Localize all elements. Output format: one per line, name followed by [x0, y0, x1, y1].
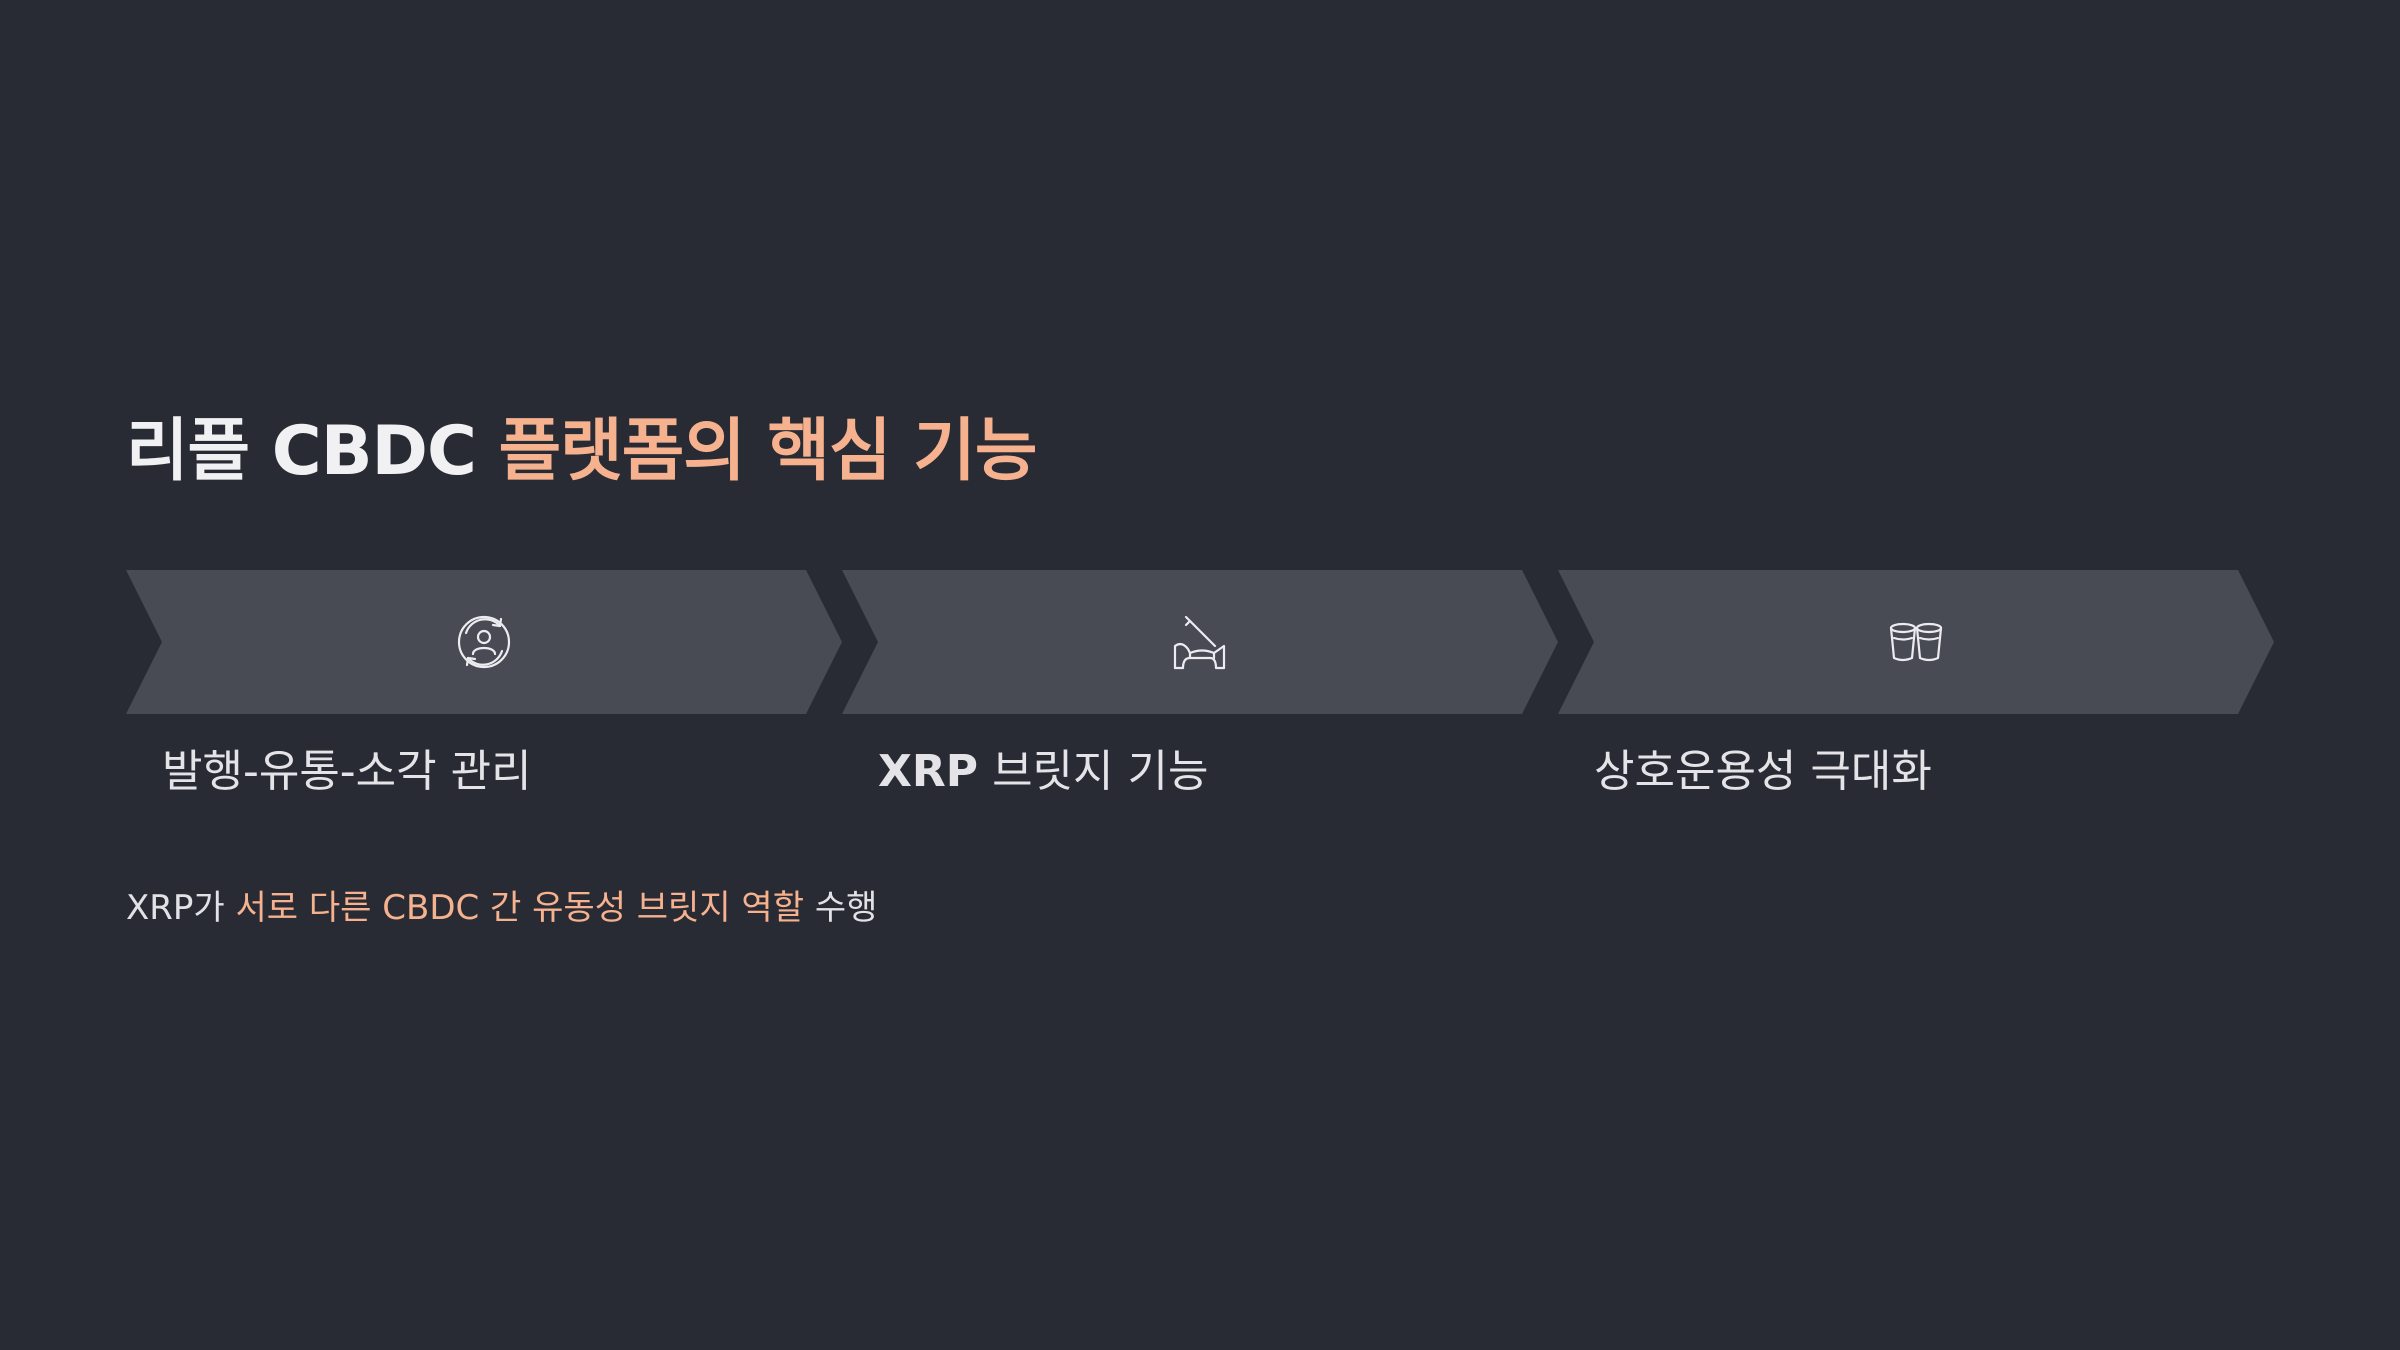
bridge-icon [1170, 612, 1230, 672]
description-tail: 수행 [814, 888, 878, 928]
step-chevron [1558, 570, 2274, 714]
step-chevron [842, 570, 1558, 714]
page-title: 리플 CBDC 플랫폼의 핵심 기능 [126, 406, 1038, 498]
description-highlight: 서로 다른 CBDC 간 유동성 브릿지 역할 [235, 888, 804, 928]
description: XRP가 서로 다른 CBDC 간 유동성 브릿지 역할 수행 [126, 884, 877, 932]
step-label-3: 상호운용성 극대화 [1594, 746, 1932, 797]
step-2 [842, 570, 1558, 714]
step-label-2-rest: 브릿지 기능 [992, 746, 1209, 797]
description-lead: XRP가 [126, 888, 225, 928]
step-label-2: XRP 브릿지 기능 [878, 742, 1208, 802]
step-label-1: 발행-유통-소각 관리 [162, 746, 532, 797]
user-cycle-icon [454, 612, 514, 672]
step-label-2-bold: XRP [878, 746, 979, 797]
cups-icon [1886, 612, 1946, 672]
title-part-2: 플랫폼의 핵심 기능 [498, 412, 1038, 491]
step-1 [126, 570, 842, 714]
step-3 [1558, 570, 2274, 714]
process-steps [126, 570, 2274, 714]
title-part-1: 리플 CBDC [126, 412, 477, 491]
